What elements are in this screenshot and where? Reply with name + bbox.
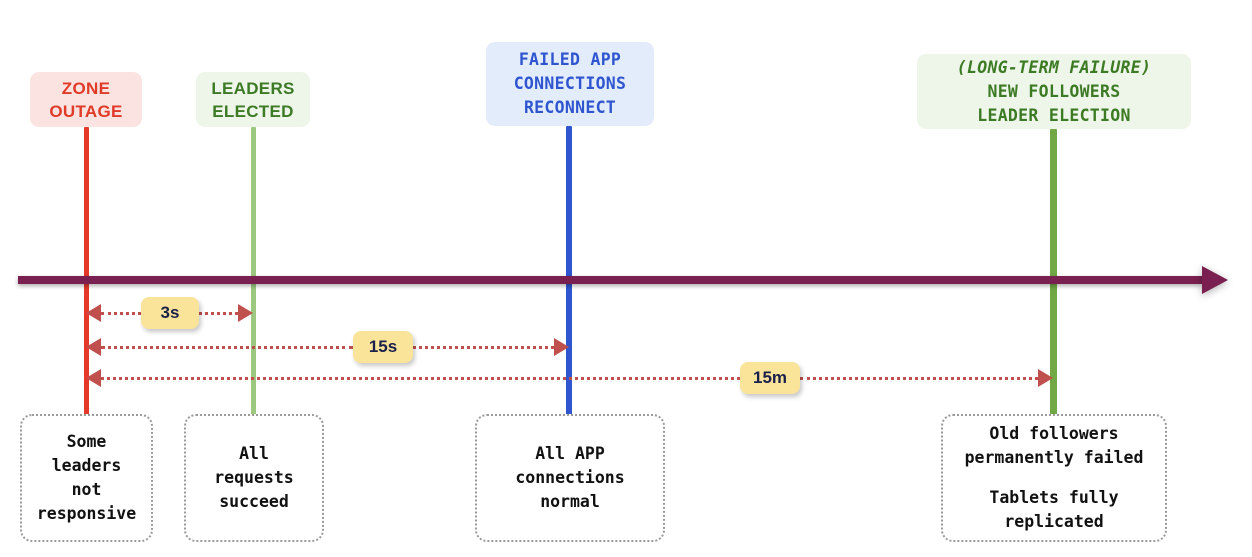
- outcome-line: Tablets fully: [989, 488, 1119, 507]
- measure-arrowhead-right-icon: [1038, 369, 1053, 387]
- outcome-line: requests: [214, 468, 294, 487]
- measure-dotted-line: [101, 377, 740, 380]
- event-chip-line: OUTAGE: [49, 101, 123, 121]
- measure-dotted-line: [101, 312, 141, 315]
- event-chip-line: NEW FOLLOWERS: [987, 81, 1121, 101]
- outcome-line: permanently failed: [964, 448, 1144, 467]
- event-chip-long-term-failure[interactable]: (LONG-TERM FAILURE) NEW FOLLOWERS LEADER E…: [917, 54, 1191, 129]
- measure-arrowhead-right-icon: [238, 304, 253, 322]
- outcome-line: normal: [540, 492, 600, 511]
- event-chip-line: RECONNECT: [523, 98, 617, 117]
- event-chip-line: ZONE: [61, 78, 111, 98]
- outcome-line: replicated: [1004, 512, 1104, 531]
- event-chip-leaders-elected[interactable]: LEADERS ELECTED: [196, 72, 310, 127]
- outcome-line: All: [239, 444, 269, 463]
- event-chip-line: (LONG-TERM FAILURE): [956, 57, 1152, 77]
- timeline-axis-arrowhead: [1202, 266, 1228, 294]
- outcome-line: All APP: [535, 444, 605, 463]
- outcome-box-outcome-leaders-elected[interactable]: All requests succeed: [184, 414, 324, 542]
- measure-dotted-line: [800, 377, 1038, 380]
- measure-arrowhead-left-icon: [86, 338, 101, 356]
- duration-measure-15m: [0, 369, 1252, 387]
- event-chip-line: ELECTED: [212, 101, 294, 121]
- duration-measure-3s: [0, 304, 1252, 322]
- outcome-line: succeed: [219, 492, 289, 511]
- event-chip-failed-app-connections-reconnect[interactable]: FAILED APP CONNECTIONS RECONNECT: [486, 42, 654, 126]
- outcome-line: connections: [515, 468, 625, 487]
- duration-badge-15s[interactable]: 15s: [353, 331, 413, 363]
- duration-measure-15s: [0, 338, 1252, 356]
- duration-badge-3s[interactable]: 3s: [141, 297, 199, 329]
- duration-badge-15m[interactable]: 15m: [740, 362, 800, 394]
- measure-dotted-line: [101, 346, 353, 349]
- measure-arrowhead-right-icon: [554, 338, 569, 356]
- outcome-box-outcome-app-connections[interactable]: All APP connections normal: [475, 414, 665, 542]
- event-chip-line: LEADER ELECTION: [977, 105, 1131, 125]
- outcome-line: Old followers: [989, 424, 1119, 443]
- outcome-line: responsive: [36, 504, 137, 523]
- outcome-line: leaders: [51, 456, 122, 475]
- measure-dotted-line: [199, 312, 238, 315]
- timeline-axis-bar: [18, 276, 1202, 284]
- event-chip-line: LEADERS: [211, 78, 295, 98]
- outcome-box-outcome-zone-outage[interactable]: Some leaders not responsive: [20, 414, 153, 542]
- event-chip-line: FAILED APP: [518, 50, 622, 69]
- event-chip-line: CONNECTIONS: [513, 74, 627, 93]
- measure-arrowhead-left-icon: [86, 369, 101, 387]
- measure-arrowhead-left-icon: [86, 304, 101, 322]
- outcome-line: not: [71, 480, 102, 499]
- measure-dotted-line: [413, 346, 554, 349]
- event-chip-zone-outage[interactable]: ZONE OUTAGE: [30, 72, 142, 127]
- outcome-line: Some: [66, 432, 107, 451]
